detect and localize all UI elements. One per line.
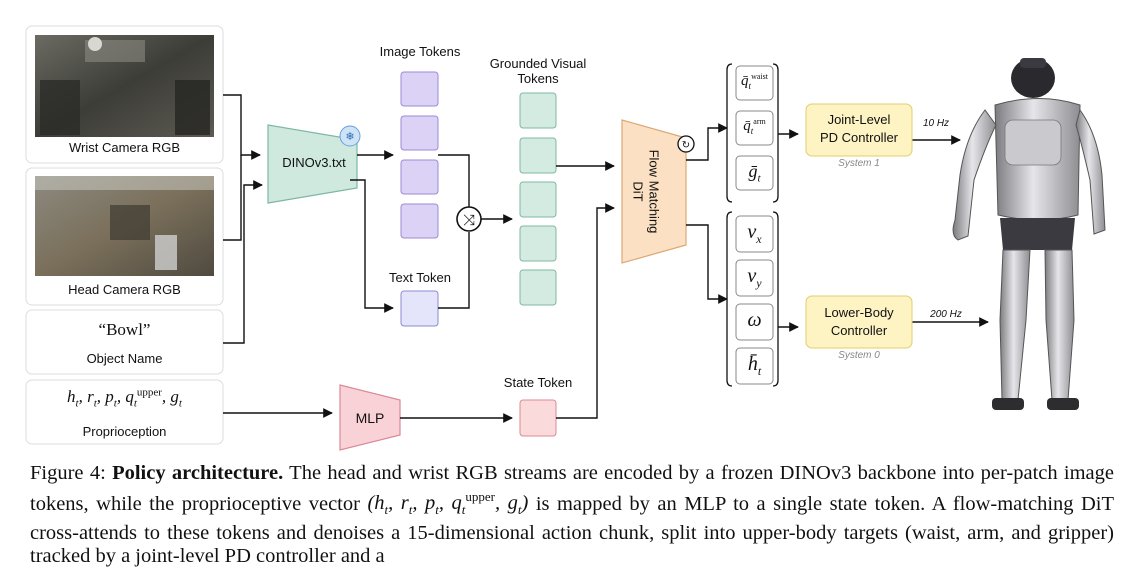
dinov3-encoder: ❄ (267, 124, 361, 204)
arm-target (735, 110, 774, 146)
image-token (400, 159, 439, 195)
lower-controller-box (805, 295, 913, 349)
height-text: h̄t (747, 353, 762, 378)
state-token-label: State Token (503, 375, 573, 390)
grounded-token (519, 92, 557, 129)
grounded-label-2: Tokens (517, 71, 559, 86)
shuffle-icon: ⤨ (456, 206, 482, 232)
waist-target-text: q̄twaist (741, 72, 768, 91)
omega-target (735, 303, 774, 341)
humanoid-robot (952, 58, 1106, 410)
grounded-token (519, 137, 557, 174)
proprio-label: Proprioception (82, 424, 167, 439)
dinov3-label: DINOv3.txt (282, 155, 346, 170)
dit-label-1: Flow Matching (646, 149, 662, 234)
pd-controller-line1: Joint-Level (827, 112, 891, 127)
flow-matching-dit: ↻ (621, 119, 695, 264)
image-tokens (400, 71, 439, 239)
caption-bold: Policy architecture. (112, 462, 284, 484)
dit-label-2: DiT (630, 181, 646, 202)
wrist-camera-panel (25, 25, 224, 164)
mlp-block (339, 384, 401, 451)
pd-controller-line2: PD Controller (819, 130, 899, 145)
waist-target (735, 65, 774, 101)
snowflake-icon (339, 125, 361, 147)
input-connectors (223, 94, 263, 344)
figure-caption: Figure 4: Policy architecture. The head … (30, 462, 1114, 569)
gripper-target (735, 155, 774, 191)
proprio-formula: ht, rt, pt, qtupper, gt (67, 386, 182, 410)
caption-prefix: Figure 4: (30, 462, 113, 484)
arm-target-text: q̄tarm (743, 117, 766, 136)
dinov3-connectors (350, 150, 394, 313)
refresh-icon (677, 135, 695, 153)
caption-text-2: is mapped by an MLP to a single state to… (30, 492, 1115, 568)
head-camera-panel (25, 167, 224, 306)
wrist-camera-label: Wrist Camera RGB (69, 140, 180, 155)
object-name-text: “Bowl” (98, 320, 151, 339)
pd-system-label: System 1 (838, 158, 880, 169)
pd-rate-label: 10 Hz (922, 118, 950, 129)
lower-system-label: System 0 (838, 350, 880, 361)
pd-controller-box (805, 103, 913, 157)
image-token (400, 203, 439, 239)
image-token (400, 115, 439, 151)
height-target (735, 347, 774, 385)
image-tokens-label: Image Tokens (379, 44, 461, 59)
grounded-visual-tokens (519, 92, 557, 306)
upper-body-outputs (726, 63, 779, 203)
svg-text:⤨: ⤨ (463, 211, 475, 229)
dit-input-connectors (556, 161, 615, 419)
caption-text-1: The head and wrist RGB streams are encod… (30, 462, 1115, 515)
gripper-target-text: ḡt (748, 161, 761, 185)
image-token (400, 71, 439, 107)
token-connectors (438, 154, 513, 309)
head-camera-label: Head Camera RGB (68, 282, 181, 297)
state-token (519, 399, 557, 437)
svg-text:❄: ❄ (345, 130, 354, 143)
controller-connectors (778, 129, 989, 332)
vy-text: vy (747, 265, 762, 290)
grounded-token (519, 181, 557, 218)
dit-output-connectors (686, 123, 728, 304)
grounded-label-1: Grounded Visual (489, 56, 587, 71)
lower-rate-label: 200 Hz (930, 309, 962, 320)
omega-text: ω (747, 309, 762, 331)
lower-controller-line1: Lower-Body (824, 305, 894, 320)
mlp-label: MLP (355, 410, 385, 426)
text-token (400, 290, 439, 327)
vx-target (735, 215, 774, 253)
caption-vector: (ht, rt, pt, qtupper, gt) (367, 489, 529, 518)
object-name-panel (25, 309, 224, 375)
object-name-label: Object Name (86, 351, 163, 366)
vy-target (735, 259, 774, 297)
vx-text: vx (747, 221, 762, 246)
text-token-label: Text Token (389, 270, 451, 285)
proprioception-panel (25, 379, 224, 445)
lower-body-outputs (726, 211, 779, 387)
grounded-token (519, 225, 557, 262)
grounded-token (519, 269, 557, 306)
svg-text:↻: ↻ (682, 140, 690, 151)
lower-controller-line2: Controller (830, 323, 888, 338)
